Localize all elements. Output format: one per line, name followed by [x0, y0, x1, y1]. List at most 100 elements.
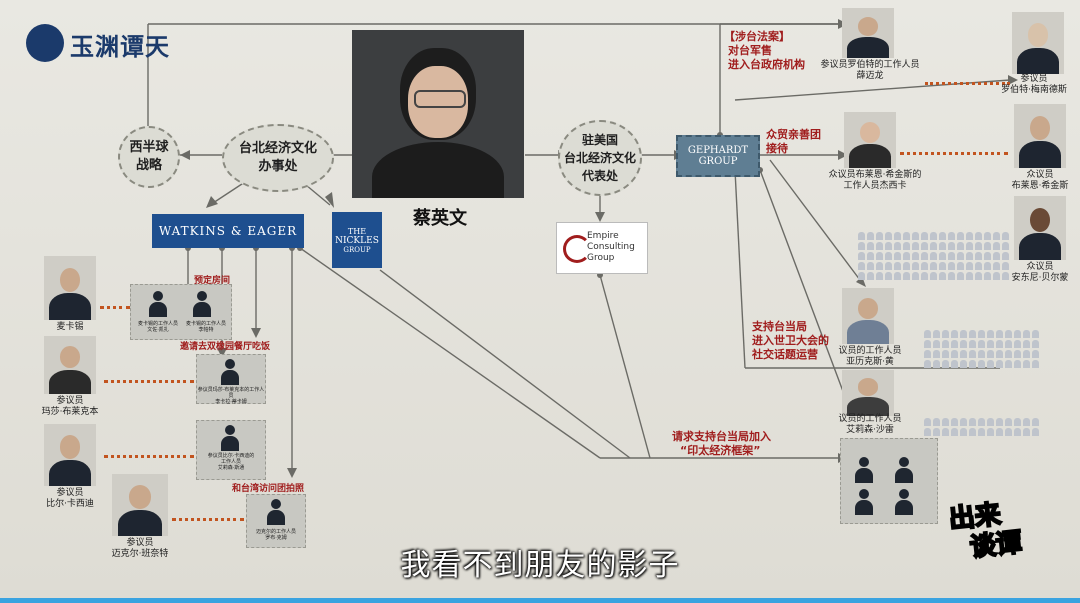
- crowd-figure: [957, 262, 964, 270]
- label-taiwan-bill: 【涉台法案】: [724, 30, 790, 43]
- label-wha: 进入世卫大会的: [752, 334, 829, 347]
- caption-blackburn: 参议员 玛莎·布莱克本: [41, 396, 99, 417]
- crowd-figure: [885, 252, 892, 260]
- crowd-figure: [933, 340, 940, 348]
- crowd-figure: [987, 428, 994, 436]
- crowd-figure: [957, 272, 964, 280]
- crowd-figure: [1002, 262, 1009, 270]
- crowd-figure: [1005, 350, 1012, 358]
- crowd-figure: [993, 272, 1000, 280]
- crowd-figure: [894, 262, 901, 270]
- portrait-kim: [1014, 196, 1066, 260]
- portrait-higgins: [1014, 104, 1066, 168]
- portrait-staff-a: [842, 288, 894, 344]
- crowd-figure: [996, 340, 1003, 348]
- crowd-figure: [903, 272, 910, 280]
- crowd-figure: [867, 242, 874, 250]
- label-reception-2: 接待: [766, 142, 788, 155]
- crowd-figure: [996, 330, 1003, 338]
- crowd-figure: [1032, 360, 1039, 368]
- crowd-figure: [1023, 418, 1030, 426]
- crowd-figure: [966, 272, 973, 280]
- crowd-figure: [876, 252, 883, 260]
- portrait-staff-menendez: [842, 8, 894, 58]
- crowd-figure: [942, 428, 949, 436]
- crowd-figure: [930, 242, 937, 250]
- crowd-figure: [1002, 242, 1009, 250]
- crowd-figure: [933, 360, 940, 368]
- crowd-figure: [993, 262, 1000, 270]
- crowd-figure: [987, 350, 994, 358]
- crowd-figure: [876, 272, 883, 280]
- crowd-figure: [903, 262, 910, 270]
- show-watermark: 出来 谈谭: [946, 499, 1024, 564]
- staff-card-bennet: 迈克尔的工作人员 罗布·克姆: [246, 494, 306, 548]
- crowd-figure: [960, 340, 967, 348]
- crowd-figure: [948, 242, 955, 250]
- video-progress-bar[interactable]: [0, 598, 1080, 603]
- crowd-figure: [993, 242, 1000, 250]
- crowd-figure: [924, 418, 931, 426]
- crowd-figure: [912, 262, 919, 270]
- crowd-figure: [933, 350, 940, 358]
- crowd-figure: [1014, 418, 1021, 426]
- caption-kim: 众议员 安东尼·贝尔蒙: [1011, 262, 1069, 283]
- label-book-room: 预定房间: [194, 276, 231, 286]
- crowd-figure: [951, 360, 958, 368]
- caption-cassidy: 参议员 比尔·卡西迪: [46, 488, 94, 509]
- crowd-figure: [1002, 252, 1009, 260]
- crowd-figure: [969, 360, 976, 368]
- caption-staff-fischbach: 众议员布莱恩·希金斯的 工作人员杰西卡: [828, 170, 922, 191]
- crowd-figure: [858, 262, 865, 270]
- crowd-figure: [984, 262, 991, 270]
- crowd-figure: [1023, 330, 1030, 338]
- crowd-figure: [903, 242, 910, 250]
- label-reception: 众贸亲善团: [766, 128, 821, 141]
- crowd-figure: [933, 418, 940, 426]
- label-banquet: 邀请去双橡园餐厅吃饭: [180, 342, 271, 352]
- crowd-figure: [939, 242, 946, 250]
- crowd-figure: [1023, 428, 1030, 436]
- crowd-figure: [960, 330, 967, 338]
- crowd-figure: [975, 262, 982, 270]
- crowd-figure: [930, 252, 937, 260]
- label-arms-sale: 对台军售: [728, 44, 772, 57]
- crowd-figure: [921, 242, 928, 250]
- crowd-figure: [975, 242, 982, 250]
- center-portrait: [352, 30, 524, 198]
- crowd-figure: [924, 340, 931, 348]
- portrait-bennet: [112, 474, 168, 536]
- crowd-figure: [939, 252, 946, 260]
- crowd-figure: [978, 360, 985, 368]
- crowd-figure: [1023, 350, 1030, 358]
- crowd-figure: [948, 262, 955, 270]
- caption-staff-a: 议员的工作人员 亚历克斯·黄: [838, 346, 902, 367]
- crowd-figure: [951, 330, 958, 338]
- crowd-figure: [885, 242, 892, 250]
- crowd-figure: [939, 262, 946, 270]
- crowd-figure: [978, 428, 985, 436]
- crowd-figure: [987, 418, 994, 426]
- crowd-figure: [930, 232, 937, 240]
- crowd-figure: [978, 330, 985, 338]
- crowd-figure: [939, 272, 946, 280]
- crowd-figure: [951, 428, 958, 436]
- wave-icon: [26, 24, 64, 62]
- crowd-figure: [966, 252, 973, 260]
- crowd-figure: [1032, 340, 1039, 348]
- crowd-figure: [948, 252, 955, 260]
- staff-card-cassidy: 参议员比尔·卡西迪的 工作人员 艾莉森·斯通: [196, 420, 266, 480]
- crowd-figure: [1005, 418, 1012, 426]
- crowd-figure: [894, 242, 901, 250]
- crowd-figure: [942, 360, 949, 368]
- crowd-figure: [1032, 418, 1039, 426]
- crowd-figure: [987, 330, 994, 338]
- crowd-figure: [867, 262, 874, 270]
- crowd-figure: [942, 340, 949, 348]
- crowd-figure: [996, 360, 1003, 368]
- crowd-figure: [921, 262, 928, 270]
- staff-group-card: [840, 438, 938, 524]
- crowd-figure: [894, 252, 901, 260]
- crowd-figure: [1032, 330, 1039, 338]
